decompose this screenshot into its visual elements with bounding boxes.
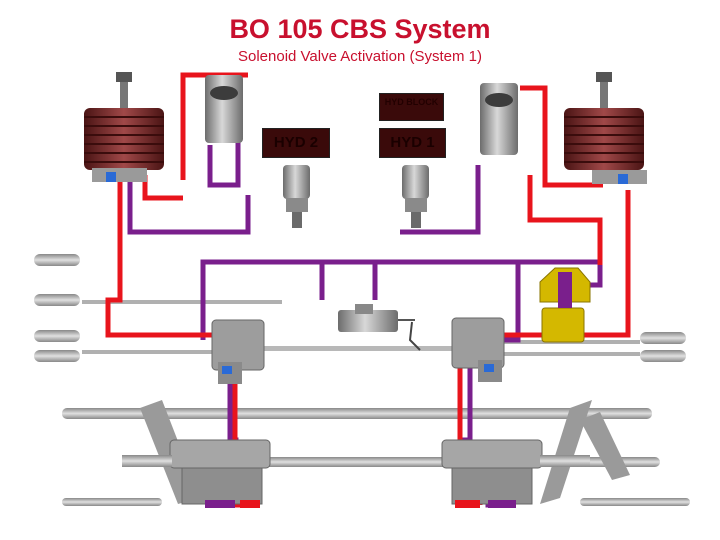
accumulator-right (564, 72, 647, 184)
hyd-block-label: HYD BLOCK (379, 93, 444, 121)
servo-actuator-right (441, 439, 590, 508)
diagram-title: BO 105 CBS System (229, 14, 491, 44)
pressure-switch-hyd2 (283, 165, 310, 228)
servo-actuator-left (122, 439, 271, 508)
hyd2-label: HYD 2 (262, 128, 330, 158)
reservoir-right (480, 83, 518, 155)
servo-valve-right (451, 317, 505, 382)
servo-valve-left (211, 319, 265, 384)
hyd1-label: HYD 1 (379, 128, 446, 158)
central-valve (338, 304, 421, 351)
diagram-subtitle: Solenoid Valve Activation (System 1) (237, 48, 482, 65)
rod-ends-right (640, 332, 686, 362)
accumulator-left (84, 72, 164, 182)
rod-ends-left (34, 254, 80, 362)
reservoir-left (205, 75, 243, 143)
pressure-switch-hyd1 (402, 165, 429, 228)
solenoid-valve (539, 267, 591, 343)
